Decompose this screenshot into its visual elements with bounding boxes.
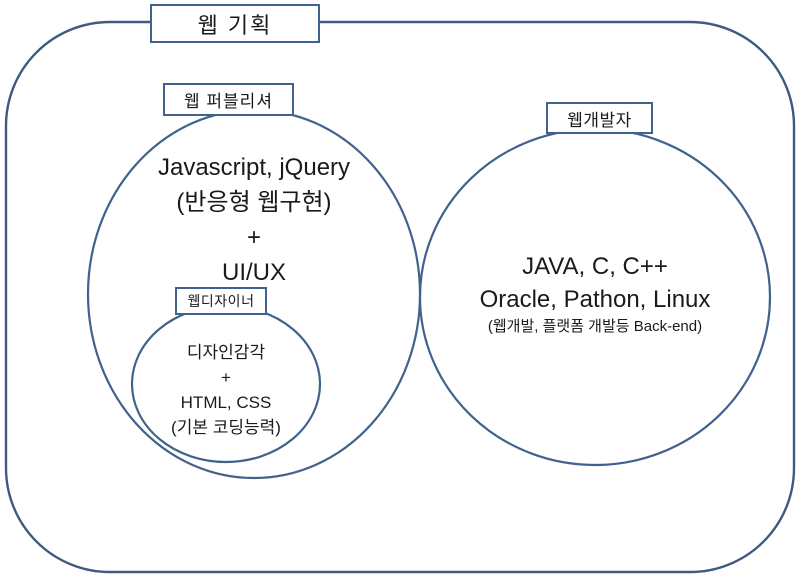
label-web-planning: 웹 기획 [150,4,320,43]
outer-boundary-shape [4,20,796,574]
designer-line-2: + [221,368,231,387]
label-web-designer-text: 웹디자이너 [187,293,255,309]
publisher-content: Javascript, jQuery (반응형 웹구현) + UI/UX [88,150,420,290]
developer-line-2: Oracle, Pathon, Linux [479,286,711,313]
label-web-designer: 웹디자이너 [175,287,267,315]
label-web-publisher-text: 웹 퍼블리셔 [184,92,273,111]
publisher-line-2: (반응형 웹구현) [176,189,332,216]
label-web-developer: 웹개발자 [546,102,653,134]
designer-line-1: 디자인감각 [186,343,266,362]
publisher-line-4: UI/UX [221,259,286,286]
designer-line-3: HTML, CSS [180,393,272,412]
developer-line-1: JAVA, C, C++ [522,253,668,280]
label-web-developer-text: 웹개발자 [567,110,632,130]
publisher-line-1: Javascript, jQuery [157,154,351,181]
developer-content: JAVA, C, C++ Oracle, Pathon, Linux (웹개발,… [420,250,770,338]
designer-content: 디자인감각 + HTML, CSS (기본 코딩능력) [132,340,320,440]
publisher-line-3: + [246,224,261,251]
developer-note: (웹개발, 플랫폼 개발등 Back-end) [487,318,703,335]
label-web-publisher: 웹 퍼블리셔 [163,83,294,116]
designer-line-4: (기본 코딩능력) [171,418,281,437]
label-web-planning-text: 웹 기획 [197,12,273,38]
